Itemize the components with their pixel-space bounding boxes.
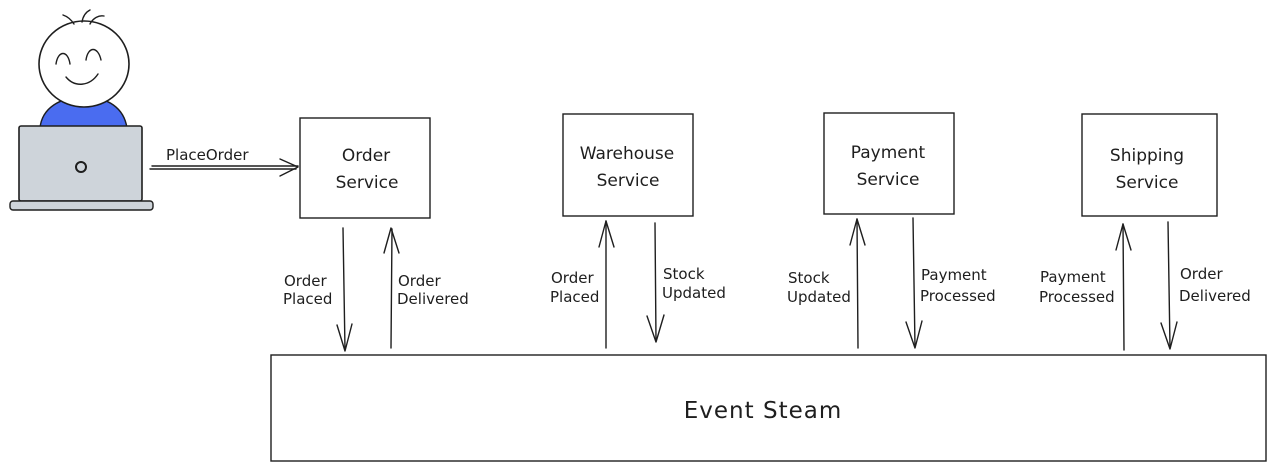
laptop-base: [9, 200, 154, 211]
arrow-head-up: [598, 220, 615, 248]
arrow-label-line2: Processed: [1039, 288, 1115, 306]
user-hair: [62, 9, 105, 25]
arrow-stock-updated-from-stream: Stock Updated: [787, 218, 866, 349]
service-name-line1: Warehouse: [580, 144, 674, 164]
user-eyes: [55, 48, 102, 65]
arrow-payment-processed-to-stream: Payment Processed: [905, 217, 996, 349]
arrow-label-line2: Delivered: [1179, 287, 1251, 305]
arrow-label-line2: Updated: [787, 288, 851, 306]
arrow-order-placed-to-stream: Order Placed: [283, 227, 353, 352]
arrow-order-delivered-from-stream: Order Delivered: [383, 227, 469, 349]
service-box: [823, 112, 955, 215]
arrow-order-placed-from-stream: Order Placed: [550, 220, 615, 349]
arrow-label-line1: Stock: [663, 265, 705, 283]
arrow-shaft: [1122, 223, 1125, 351]
arrow-shaft: [1167, 221, 1171, 349]
arrow-shaft: [912, 217, 916, 348]
service-name-line1: Order: [342, 146, 390, 166]
arrow-head-down: [646, 314, 665, 343]
user-head: [38, 20, 130, 108]
arrow-label-line2: Placed: [283, 290, 332, 308]
arrow-head-up: [383, 227, 400, 254]
laptop-logo: [75, 161, 87, 173]
service-shipping: Shipping Service: [1081, 113, 1218, 217]
service-name-line2: Service: [597, 171, 660, 191]
service-payment: Payment Service: [823, 112, 955, 215]
arrow-label-line2: Processed: [920, 287, 996, 305]
arrow-label-line1: Order: [398, 272, 441, 290]
arrow-shaft: [654, 222, 657, 342]
arrow-order-delivered-to-stream: Order Delivered: [1160, 221, 1251, 350]
arrow-label-line1: Order: [1180, 265, 1223, 283]
arrow-payment-processed-from-stream: Payment Processed: [1039, 223, 1132, 351]
laptop-screen: [18, 125, 143, 202]
arrow-head-down: [1160, 321, 1178, 350]
event-stream-box: [270, 354, 1267, 462]
arrow-head-up: [1115, 223, 1132, 251]
event-stream: Event Steam: [270, 354, 1267, 462]
user-at-laptop-icon: [9, 9, 154, 211]
service-name-line2: Service: [857, 170, 920, 190]
arrow-shaft: [856, 218, 859, 349]
arrow-head-up: [849, 218, 866, 246]
service-warehouse: Warehouse Service: [562, 113, 694, 217]
arrow-head-down: [905, 320, 923, 349]
service-box: [1081, 113, 1218, 217]
arrow-head-down: [336, 323, 353, 352]
arrow-label-line2: Delivered: [397, 290, 469, 308]
arrow-stock-updated-to-stream: Stock Updated: [646, 222, 726, 343]
service-order: Order Service: [299, 117, 431, 219]
arrow-label-line2: Updated: [662, 284, 726, 302]
arrow-shaft: [342, 227, 346, 351]
service-name-line2: Service: [1116, 173, 1179, 193]
arrow-label-line2: Placed: [550, 288, 599, 306]
arrow-label-line1: Payment: [1040, 268, 1106, 286]
service-box: [562, 113, 694, 217]
service-name-line1: Payment: [851, 143, 926, 163]
place-order-arrow: PlaceOrder: [149, 146, 299, 177]
arrow-shaft: [390, 228, 393, 349]
arrow-label-line1: Order: [284, 272, 327, 290]
arrow-label-line1: Payment: [921, 266, 987, 284]
arrow-label-line1: Order: [551, 269, 594, 287]
service-name-line1: Shipping: [1110, 146, 1184, 166]
place-order-label: PlaceOrder: [166, 146, 249, 164]
user-smile: [65, 73, 99, 85]
service-box: [299, 117, 431, 219]
service-name-line2: Service: [336, 173, 399, 193]
arrow-label-line1: Stock: [788, 269, 830, 287]
event-stream-label: Event Steam: [684, 398, 842, 424]
